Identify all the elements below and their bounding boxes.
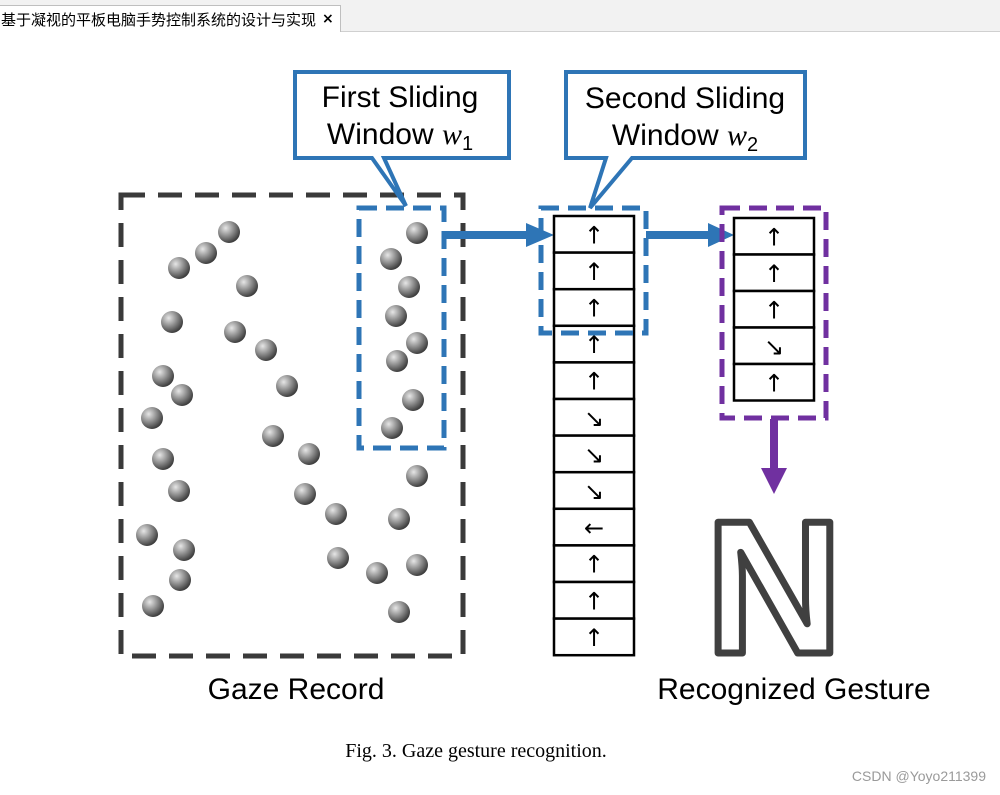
gaze-point: [385, 305, 407, 327]
direction-arrow: ↘: [584, 441, 604, 469]
first-callout-line1: First Sliding: [322, 81, 479, 114]
watermark: CSDN @Yoyo211399: [851, 768, 986, 784]
sequence-cell: [552, 470, 636, 511]
second-window-callout: Second Sliding Window w2: [564, 70, 807, 210]
gaze-points: [136, 221, 428, 623]
direction-arrow: ↑: [584, 331, 604, 359]
close-icon[interactable]: ×: [322, 11, 334, 27]
gaze-point: [366, 562, 388, 584]
tab-title: 基于凝视的平板电脑手势控制系统的设计与实现: [1, 10, 317, 29]
gaze-point: [168, 480, 190, 502]
gaze-point: [152, 365, 174, 387]
sequence-cell: [552, 507, 636, 547]
gaze-point: [402, 389, 424, 411]
gaze-point: [173, 539, 195, 561]
gaze-point: [388, 601, 410, 623]
gaze-point: [406, 222, 428, 244]
gaze-point: [195, 242, 217, 264]
sequence-cell: [552, 361, 636, 401]
gesture-diagram: First Sliding Window w1 ↑ ↑ ↑ ↑ ↑ ↘ ↘ ↘ ← ↑ ↑ ↑ Sec…: [118, 70, 931, 706]
tab-bar: 基于凝视的平板电脑手势控制系统的设计与实现 ×: [0, 0, 1000, 32]
gaze-record-label: Gaze Record: [208, 673, 385, 706]
recognized-gesture-label: Recognized Gesture: [657, 673, 931, 706]
gaze-point: [218, 221, 240, 243]
document-tab[interactable]: 基于凝视的平板电脑手势控制系统的设计与实现 ×: [0, 5, 341, 32]
window-cell: [732, 216, 816, 256]
direction-arrow: ↑: [584, 624, 604, 652]
gaze-point: [327, 547, 349, 569]
direction-arrow: ↑: [764, 369, 784, 397]
gaze-record-box: [118, 192, 466, 659]
gaze-point: [152, 448, 174, 470]
recognized-window-sequence: ↑ ↑ ↑ ↘ ↑: [732, 216, 816, 402]
gaze-point: [406, 332, 428, 354]
gaze-point: [276, 375, 298, 397]
gaze-point: [224, 321, 246, 343]
direction-arrow: ↑: [584, 295, 604, 323]
direction-arrow: ↑: [764, 296, 784, 324]
sequence-cell: [552, 617, 636, 657]
direction-arrow: ↘: [764, 333, 784, 361]
window-cell: [732, 326, 816, 366]
first-window-callout: First Sliding Window w1: [293, 70, 511, 208]
gaze-point: [142, 595, 164, 617]
direction-arrow: ↑: [764, 223, 784, 251]
sequence-cell: [552, 214, 636, 254]
direction-arrow: ↑: [584, 551, 604, 579]
direction-arrow: ↑: [584, 258, 604, 286]
first-window-box: [356, 205, 447, 451]
direction-arrow: ↑: [584, 368, 604, 396]
gaze-point: [325, 503, 347, 525]
direction-arrow: ↘: [584, 404, 604, 432]
gaze-point: [262, 425, 284, 447]
gaze-point: [380, 248, 402, 270]
sequence-cell: [552, 544, 636, 584]
window-cell: [732, 362, 816, 402]
gaze-point: [294, 483, 316, 505]
sequence-cell: [552, 580, 636, 620]
direction-arrow: ←: [584, 514, 604, 542]
gaze-point: [236, 275, 258, 297]
direction-arrow: ↑: [764, 260, 784, 288]
gaze-point: [386, 350, 408, 372]
first-callout-line2: Window w1: [327, 118, 473, 155]
gaze-point: [406, 554, 428, 576]
gaze-point: [388, 508, 410, 530]
sequence-cell: [552, 287, 636, 328]
gaze-point: [169, 569, 191, 591]
gaze-point: [255, 339, 277, 361]
sequence-cell: [552, 434, 636, 474]
arrow-to-gesture: [761, 419, 787, 494]
figure-caption: Fig. 3. Gaze gesture recognition.: [345, 740, 607, 762]
sequence-cell: [552, 397, 636, 437]
second-window-box: [538, 205, 649, 336]
gaze-point: [161, 311, 183, 333]
recognition-window-box: [719, 205, 829, 421]
gaze-point: [168, 257, 190, 279]
direction-arrow: ↑: [584, 587, 604, 615]
sequence-cell: [552, 251, 636, 291]
window-cell: [732, 289, 816, 329]
gaze-point: [141, 407, 163, 429]
direction-arrow: ↘: [584, 478, 604, 506]
gaze-point: [298, 443, 320, 465]
second-callout-line1: Second Sliding: [585, 82, 785, 115]
recognized-letter: N: [705, 482, 842, 694]
gaze-point: [406, 465, 428, 487]
gaze-point: [381, 417, 403, 439]
gaze-point: [398, 276, 420, 298]
gaze-point: [136, 524, 158, 546]
gaze-point: [171, 384, 193, 406]
direction-arrow: ↑: [584, 221, 604, 249]
second-callout-line2: Window w2: [612, 119, 758, 156]
direction-sequence: ↑ ↑ ↑ ↑ ↑ ↘ ↘ ↘ ← ↑ ↑ ↑: [552, 214, 636, 657]
